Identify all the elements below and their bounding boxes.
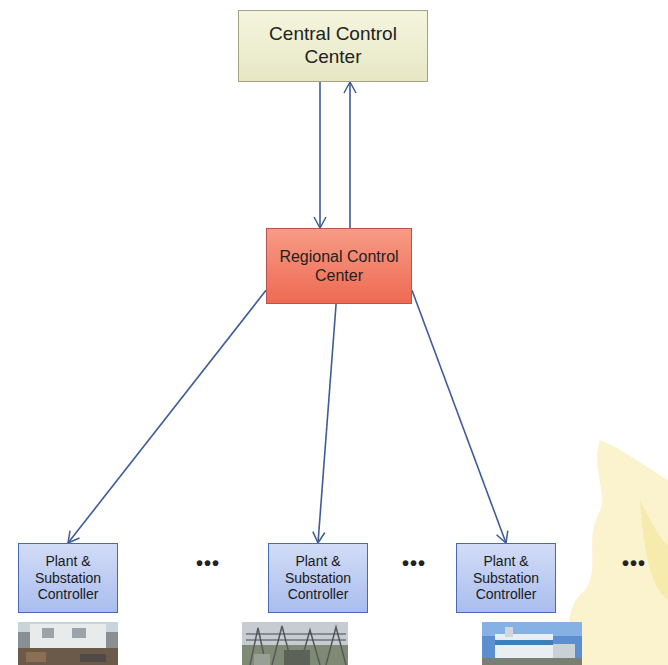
- node-label: Plant & Substation Controller: [25, 553, 111, 603]
- generating-station-photo: [482, 622, 582, 665]
- controller-box: Plant & Substation Controller: [456, 543, 556, 613]
- controller-box: Plant & Substation Controller: [18, 543, 118, 613]
- node-label: Central Control Center: [245, 23, 421, 69]
- connector-arrow: [318, 304, 336, 543]
- connector-arrow: [319, 82, 321, 228]
- ellipsis-mark: •••: [196, 552, 220, 575]
- ellipsis-mark: •••: [622, 552, 646, 575]
- map-watermark: [640, 500, 668, 600]
- connector-arrow: [349, 82, 351, 228]
- connector-arrow: [68, 290, 266, 543]
- ellipsis-mark: •••: [402, 552, 426, 575]
- node-label: Plant & Substation Controller: [275, 553, 361, 603]
- connector-arrow: [412, 290, 506, 543]
- node-label: Regional Control Center: [273, 247, 405, 285]
- controller-box: Plant & Substation Controller: [268, 543, 368, 613]
- central-control-box: Central Control Center: [238, 10, 428, 82]
- power-plant-photo: [18, 622, 118, 665]
- regional-control-box: Regional Control Center: [266, 228, 412, 304]
- substation-photo: [242, 622, 348, 665]
- node-label: Plant & Substation Controller: [463, 553, 549, 603]
